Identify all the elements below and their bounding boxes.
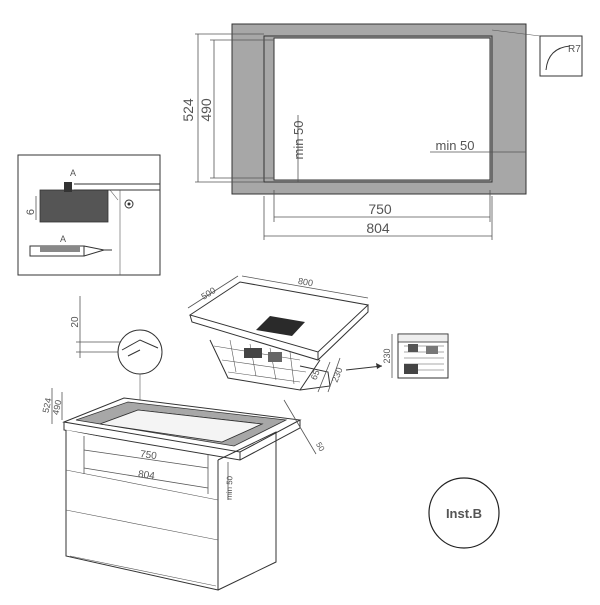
- label-a-bottom: A: [60, 234, 66, 244]
- dim-524-iso: 524: [41, 397, 54, 414]
- cutout-opening: [273, 37, 491, 181]
- hob-outline: [263, 35, 493, 183]
- detail-circle: [117, 329, 163, 375]
- hob-dim-width: 800: [297, 276, 314, 288]
- installation-badge: Inst.B: [428, 477, 500, 549]
- dim-height-outer: 524: [180, 98, 196, 122]
- dim-gap: 20: [70, 316, 81, 328]
- dim-height-inner: 490: [198, 98, 214, 122]
- edge-detail: A 6 A: [17, 154, 161, 276]
- hob-perspective: 500 800 65 230: [187, 275, 383, 393]
- corner-radius-label: R7: [568, 44, 581, 55]
- downdraft-vent: [256, 316, 305, 336]
- dim-750-iso: 750: [139, 449, 157, 462]
- side-dim: 230: [382, 348, 392, 363]
- dim-thickness: 6: [25, 209, 37, 215]
- dim-min50-b: 50: [314, 441, 327, 454]
- side-unit-view: 230: [382, 333, 449, 379]
- cutout-top-view: 524 490 min 50 min 50 750 804 R7: [180, 23, 583, 240]
- dim-min50-a: min 50: [225, 475, 235, 500]
- dim-min-right: min 50: [435, 138, 474, 153]
- worktop-isometric: 20 524 490 750 804 min 50 50: [41, 296, 327, 591]
- dim-width-inner: 750: [368, 201, 392, 217]
- hob-top-surface: [188, 281, 370, 353]
- hob-dim-side-2: 230: [330, 366, 345, 384]
- dim-width-outer: 804: [366, 220, 390, 236]
- corner-detail-box: [539, 35, 583, 77]
- badge-label: Inst.B: [446, 506, 482, 521]
- dim-490-iso: 490: [51, 399, 64, 416]
- dim-min-left: min 50: [291, 120, 306, 159]
- dim-804-iso: 804: [137, 469, 155, 482]
- badge-circle: [428, 477, 500, 549]
- cabinet-body: [65, 430, 219, 591]
- worktop-section: [39, 189, 109, 223]
- label-a-top: A: [70, 168, 76, 178]
- hob-dim-side-1: 65: [309, 368, 322, 381]
